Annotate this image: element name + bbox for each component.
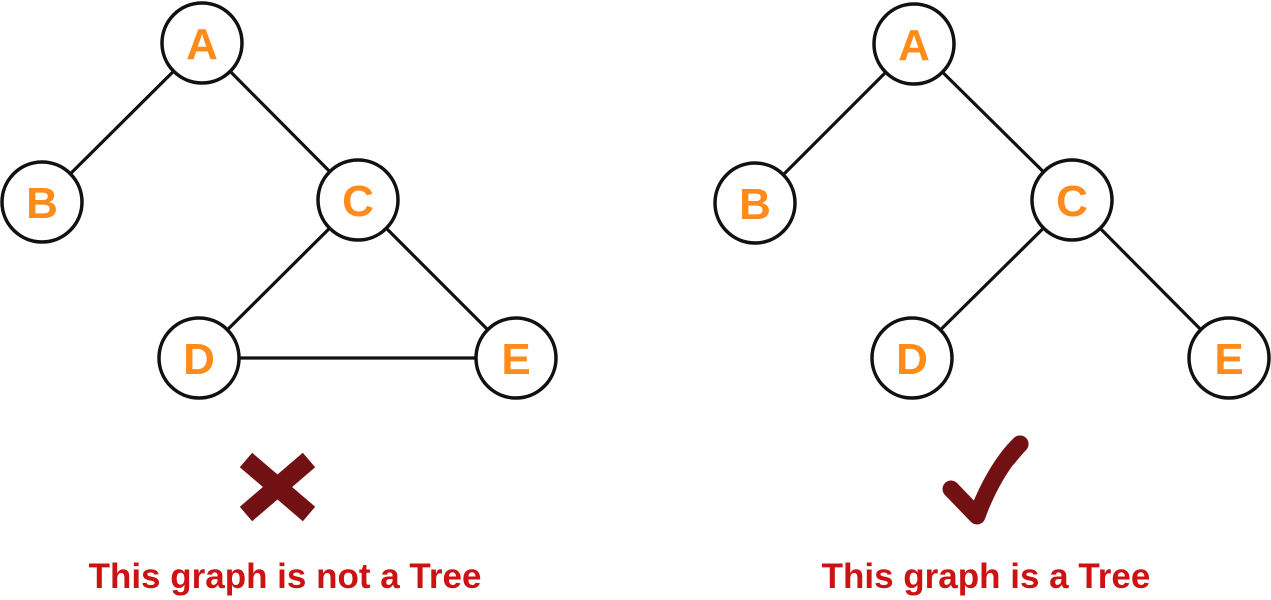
node-C-label: C (1056, 177, 1088, 226)
node-E-circle (1187, 316, 1271, 400)
node-C-circle (316, 158, 400, 242)
node-E-circle (474, 316, 558, 400)
node-E-label: E (1214, 335, 1243, 384)
check-mark-tip (999, 435, 1029, 467)
node-B-label: B (739, 180, 771, 229)
node-B-circle (713, 161, 797, 245)
node-A-label: A (186, 20, 218, 69)
node-E: E (1187, 316, 1271, 400)
node-D-label: D (896, 335, 928, 384)
right-caption: This graph is a Tree (822, 557, 1151, 596)
node-E-label: E (501, 335, 530, 384)
node-A-label: A (898, 21, 930, 70)
node-B: B (0, 160, 84, 244)
node-D-circle (157, 316, 241, 400)
x-mark-stroke-2 (239, 452, 316, 522)
graph-is-a-tree: A B C D E This graph is a Tre (713, 2, 1271, 596)
node-C-circle (1030, 158, 1114, 242)
node-D: D (157, 316, 241, 400)
check-mark-icon (942, 435, 1029, 525)
node-A: A (160, 1, 244, 85)
left-caption: This graph is not a Tree (89, 557, 482, 596)
node-E: E (474, 316, 558, 400)
node-C: C (316, 158, 400, 242)
node-B: B (713, 161, 797, 245)
node-D: D (870, 316, 954, 400)
node-A-circle (160, 1, 244, 85)
node-A-circle (872, 2, 956, 86)
node-B-circle (0, 160, 84, 244)
node-C: C (1030, 158, 1114, 242)
graph-not-a-tree: A B C D E This graph is not a (0, 1, 558, 596)
x-mark-icon (239, 452, 316, 522)
node-A: A (872, 2, 956, 86)
node-C-label: C (342, 177, 374, 226)
node-B-label: B (26, 179, 58, 228)
node-D-label: D (183, 335, 215, 384)
node-D-circle (870, 316, 954, 400)
